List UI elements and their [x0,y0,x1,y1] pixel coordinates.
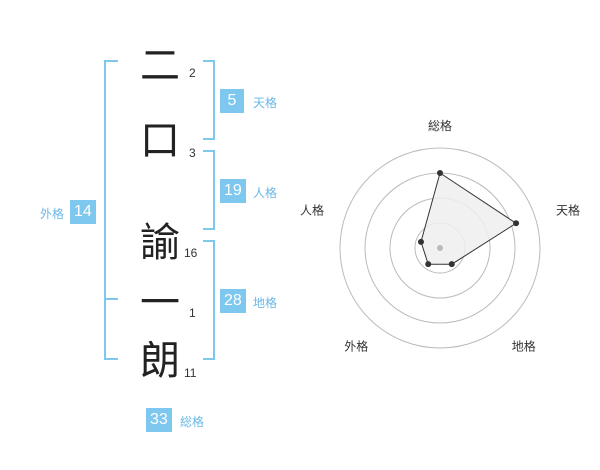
stroke-count-3: 16 [184,246,198,260]
stroke-count-5: 11 [184,366,197,380]
stroke-count-4: 1 [189,306,196,320]
chikaku-label: 地格 [253,296,278,310]
radar-point-1 [437,170,443,176]
radar-point-4 [425,261,432,268]
soukaku-value-badge: 33 [146,408,172,432]
radar-ring-4 [339,147,541,349]
gaikaku-bracket [104,60,118,360]
jinkaku-label: 人格 [253,186,278,200]
chikaku-value-badge: 28 [220,289,246,313]
gaikaku-label: 外格 [40,207,65,221]
name-char-3: 諭 [140,220,180,266]
radar-axis-label-3: 地格 [512,339,536,354]
radar-axis-label-5: 人格 [300,202,324,217]
name-char-4: 一 [140,280,180,326]
radar-axis-label-1: 総格 [428,118,452,133]
tenkaku-value-badge: 5 [220,89,244,113]
tenkaku-bracket [203,60,215,140]
stroke-count-2: 3 [189,146,196,160]
name-char-2: 口 [140,118,180,164]
radar-point-5 [417,238,424,245]
radar-axis-label-4: 外格 [344,339,368,354]
name-char-1: 二 [140,43,180,89]
jinkaku-bracket [203,150,215,230]
radar-polygon [420,172,518,265]
radar-point-3 [448,261,455,268]
gaikaku-value-badge: 14 [70,200,96,224]
radar-center-dot [437,245,443,251]
soukaku-label: 総格 [180,415,205,429]
stroke-count-1: 2 [189,66,196,80]
radar-axis-label-2: 天格 [556,202,580,217]
name-char-5: 朗 [140,338,180,384]
chikaku-bracket [203,240,215,360]
tenkaku-label: 天格 [253,96,278,110]
jinkaku-value-badge: 19 [220,179,246,203]
radar-point-2 [513,220,520,227]
gaikaku-connector [104,298,118,300]
